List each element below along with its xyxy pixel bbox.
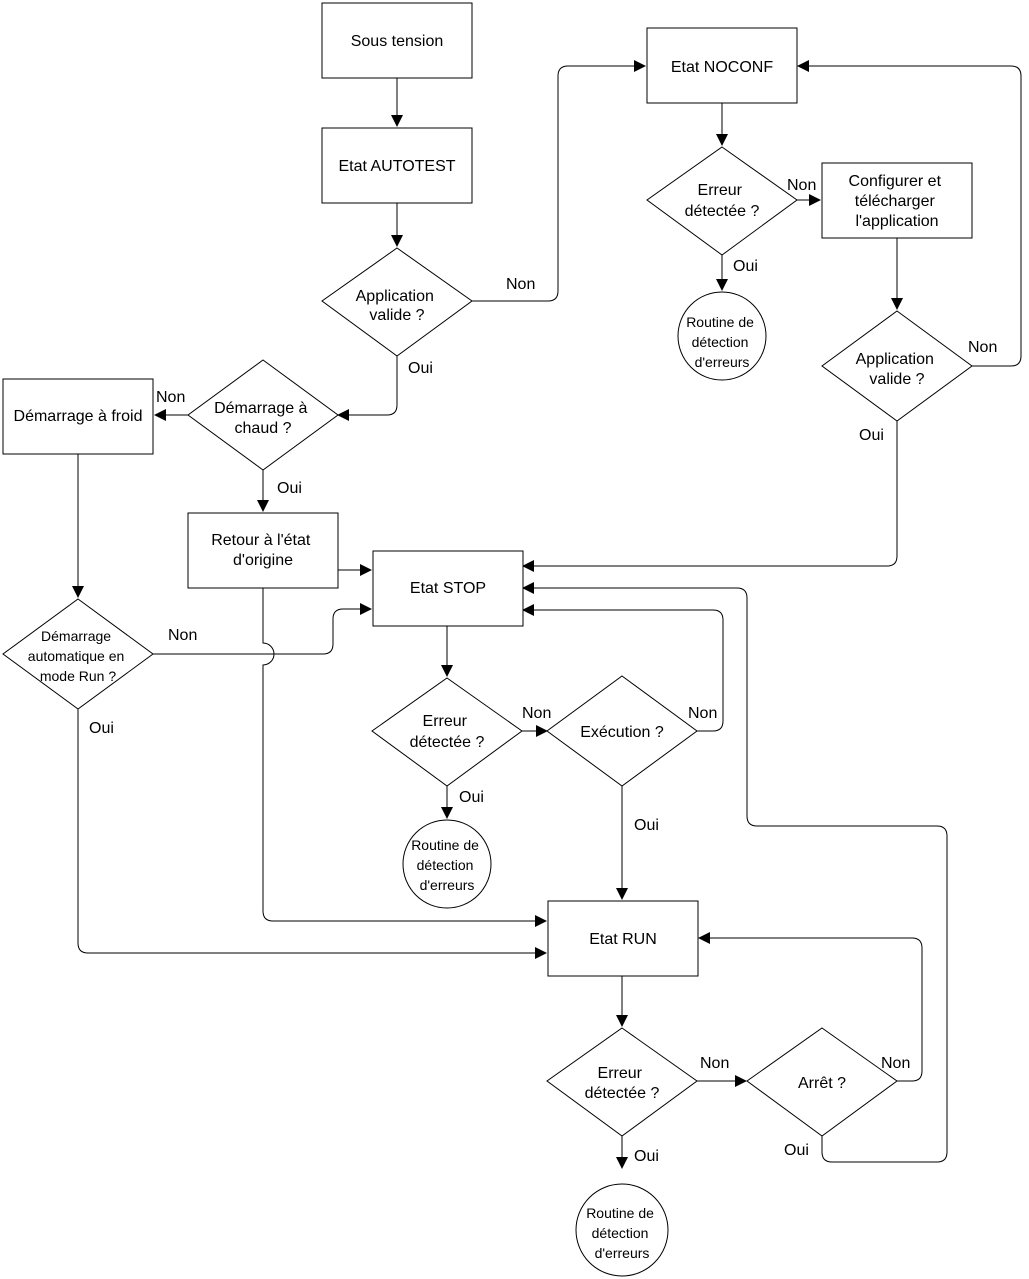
edge-label-err3-non: Non — [700, 1055, 729, 1072]
execution-label: Exécution ? — [580, 724, 664, 741]
edge-dem-auto-oui-to-run — [77, 709, 547, 959]
erreur-detectee-1-label: Erreur détectée ? — [685, 182, 760, 220]
configurer-label: Configurer et télécharger l'application — [849, 173, 946, 230]
edge-retour-to-run — [262, 588, 547, 927]
etat-run-label: Etat RUN — [589, 931, 657, 948]
node-etat-noconf: Etat NOCONF — [646, 27, 798, 104]
demarrage-froid-label: Démarrage à froid — [14, 408, 143, 425]
node-demarrage-chaud: Démarrage à chaud ? — [187, 359, 339, 471]
erreur-detectee-3-label: Erreur détectée ? — [585, 1065, 660, 1102]
node-routine-1: Routine de détection d'erreurs — [677, 291, 767, 381]
edge-arret-oui-to-stop — [522, 582, 948, 1163]
routine-2-label: Routine de détection d'erreurs — [411, 837, 483, 893]
edge-label-arret-non: Non — [881, 1055, 910, 1072]
edge-label-chaud-non: Non — [156, 389, 185, 406]
node-routine-3: Routine de détection d'erreurs — [575, 1183, 669, 1277]
node-routine-2: Routine de détection d'erreurs — [402, 819, 492, 909]
node-demarrage-froid: Démarrage à froid — [2, 378, 154, 455]
edges — [72, 60, 1022, 1169]
edge-arret-non-to-run — [698, 932, 923, 1082]
edge-label-app1-non: Non — [506, 276, 535, 293]
node-etat-run: Etat RUN — [547, 900, 699, 977]
edge-label-auto-oui: Oui — [89, 720, 114, 737]
edge-label-arret-oui: Oui — [784, 1142, 809, 1159]
node-etat-stop: Etat STOP — [372, 550, 524, 627]
sous-tension-label: Sous tension — [351, 33, 444, 50]
edge-labels: Non Oui Non Oui Non Oui Non Oui Non Oui … — [89, 177, 997, 1165]
retour-etat-origine-label: Retour à l'état d'origine — [211, 532, 315, 569]
edge-label-app1-oui: Oui — [408, 360, 433, 377]
application-valide-1-label: Application valide ? — [356, 288, 439, 324]
edge-app-valide-2-oui-to-stop — [522, 421, 898, 572]
edge-app-valide-oui-to-dem-chaud — [337, 356, 398, 421]
routine-3-label: Routine de détection d'erreurs — [586, 1205, 658, 1261]
node-etat-autotest: Etat AUTOTEST — [321, 127, 473, 204]
node-arret: Arrêt ? — [746, 1027, 898, 1137]
etat-noconf-label: Etat NOCONF — [671, 59, 773, 76]
node-erreur-detectee-1: Erreur détectée ? — [646, 146, 798, 256]
node-execution: Exécution ? — [546, 675, 698, 787]
node-demarrage-auto: Démarrage automatique en mode Run ? — [2, 598, 154, 710]
edge-label-chaud-oui: Oui — [277, 480, 302, 497]
arret-label: Arrêt ? — [798, 1075, 846, 1092]
edge-label-err2-non: Non — [522, 705, 551, 722]
edge-label-app2-non: Non — [968, 339, 997, 356]
edge-dem-auto-non-to-stop — [153, 603, 372, 655]
node-erreur-detectee-3: Erreur détectée ? — [546, 1027, 698, 1137]
edge-label-err2-oui: Oui — [459, 789, 484, 806]
edge-label-exec-oui: Oui — [634, 817, 659, 834]
edge-execution-non-to-stop — [522, 604, 724, 732]
edge-label-err3-oui: Oui — [634, 1148, 659, 1165]
edge-label-err1-non: Non — [787, 177, 816, 194]
node-application-valide-2: Application valide ? — [821, 310, 973, 422]
erreur-detectee-2-label: Erreur détectée ? — [410, 713, 485, 751]
etat-autotest-label: Etat AUTOTEST — [338, 158, 455, 175]
routine-1-label: Routine de détection d'erreurs — [686, 314, 758, 370]
edge-app-valide-non-to-noconf — [472, 60, 646, 302]
node-application-valide-1: Application valide ? — [321, 247, 473, 357]
node-configurer: Configurer et télécharger l'application — [821, 162, 973, 239]
node-erreur-detectee-2: Erreur détectée ? — [371, 677, 523, 787]
edge-label-err1-oui: Oui — [733, 258, 758, 275]
node-retour-etat-origine: Retour à l'état d'origine — [187, 512, 339, 589]
etat-stop-label: Etat STOP — [410, 580, 486, 597]
edge-label-app2-oui: Oui — [859, 427, 884, 444]
node-sous-tension: Sous tension — [321, 2, 473, 79]
edge-app-valide-2-non-to-noconf — [797, 60, 1022, 367]
demarrage-auto-label: Démarrage automatique en mode Run ? — [28, 628, 128, 684]
edge-label-exec-non: Non — [688, 705, 717, 722]
demarrage-chaud-label: Démarrage à chaud ? — [214, 400, 312, 437]
application-valide-2-label: Application valide ? — [856, 351, 939, 388]
edge-label-auto-non: Non — [168, 627, 197, 644]
